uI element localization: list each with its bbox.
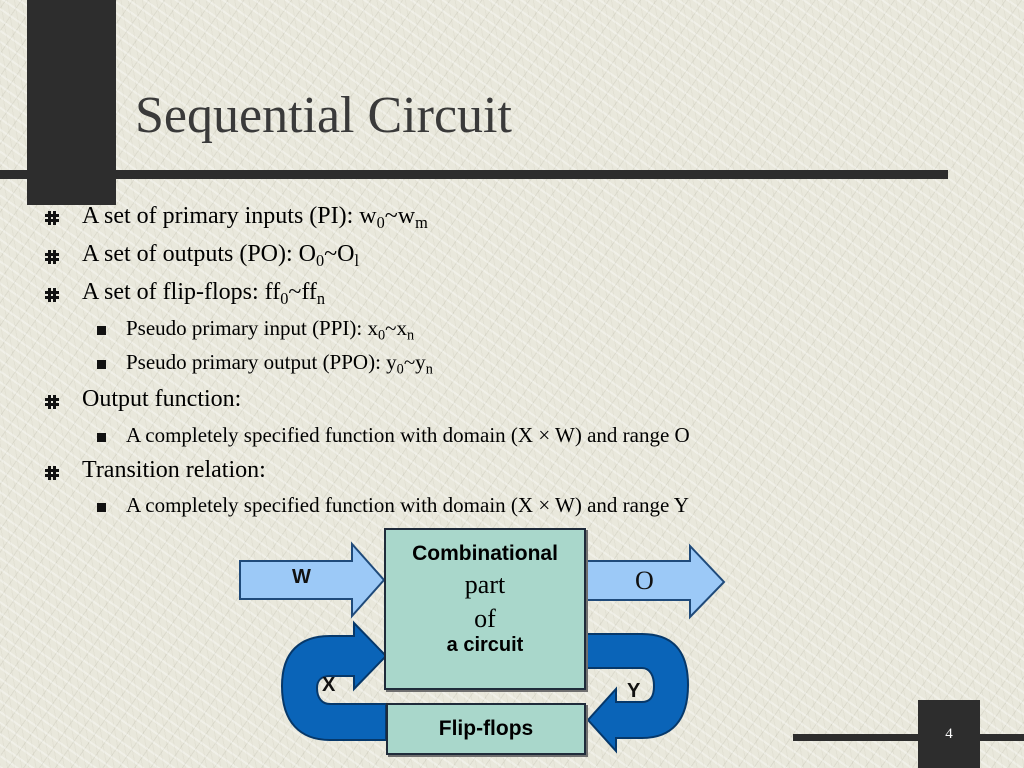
slide-title: Sequential Circuit <box>135 87 512 144</box>
flip-flops-label: Flip-flops <box>438 717 534 740</box>
bullet-marker-icon <box>45 466 59 480</box>
combinational-label: Combinational <box>412 542 558 565</box>
input-arrow-w <box>239 541 386 619</box>
sub-bullet-text: A completely specified function with dom… <box>126 493 689 517</box>
input-arrow-label: W <box>292 566 311 588</box>
feedback-arrow-x <box>280 620 388 741</box>
footer-line <box>793 734 1024 741</box>
square-bullet-icon <box>97 360 106 369</box>
output-arrow-label: O <box>635 566 654 595</box>
square-bullet-icon <box>97 326 106 335</box>
bullet-text: A set of outputs (PO): O0~Ol <box>82 241 360 270</box>
bullet-text: A set of primary inputs (PI): w0~wm <box>82 203 428 232</box>
bullet-text: Output function: <box>82 386 242 412</box>
page-number: 4 <box>918 700 980 768</box>
feedback-y-label: Y <box>627 680 641 702</box>
sub-bullet-text: Pseudo primary input (PPI): x0~xn <box>126 316 415 344</box>
bullet-marker-icon <box>45 250 59 264</box>
combinational-part-box: Combinational part of a circuit <box>384 528 586 690</box>
of-label: of <box>474 604 496 633</box>
title-underline <box>0 170 948 179</box>
output-arrow-o <box>581 543 726 620</box>
bullet-text: Transition relation: <box>82 457 266 483</box>
part-label: part <box>464 570 506 599</box>
bullet-marker-icon <box>45 288 59 302</box>
bullet-text: A set of flip-flops: ff0~ffn <box>82 279 326 308</box>
square-bullet-icon <box>97 433 106 442</box>
feedback-x-label: X <box>322 674 336 696</box>
bullet-marker-icon <box>45 395 59 409</box>
sub-bullet-text: A completely specified function with dom… <box>126 423 690 447</box>
a-circuit-label: a circuit <box>446 634 524 656</box>
sub-bullet-text: Pseudo primary output (PPO): y0~yn <box>126 350 433 378</box>
feedback-arrow-y <box>583 633 690 754</box>
flip-flops-box: Flip-flops <box>386 703 586 755</box>
bullet-marker-icon <box>45 211 59 225</box>
square-bullet-icon <box>97 503 106 512</box>
